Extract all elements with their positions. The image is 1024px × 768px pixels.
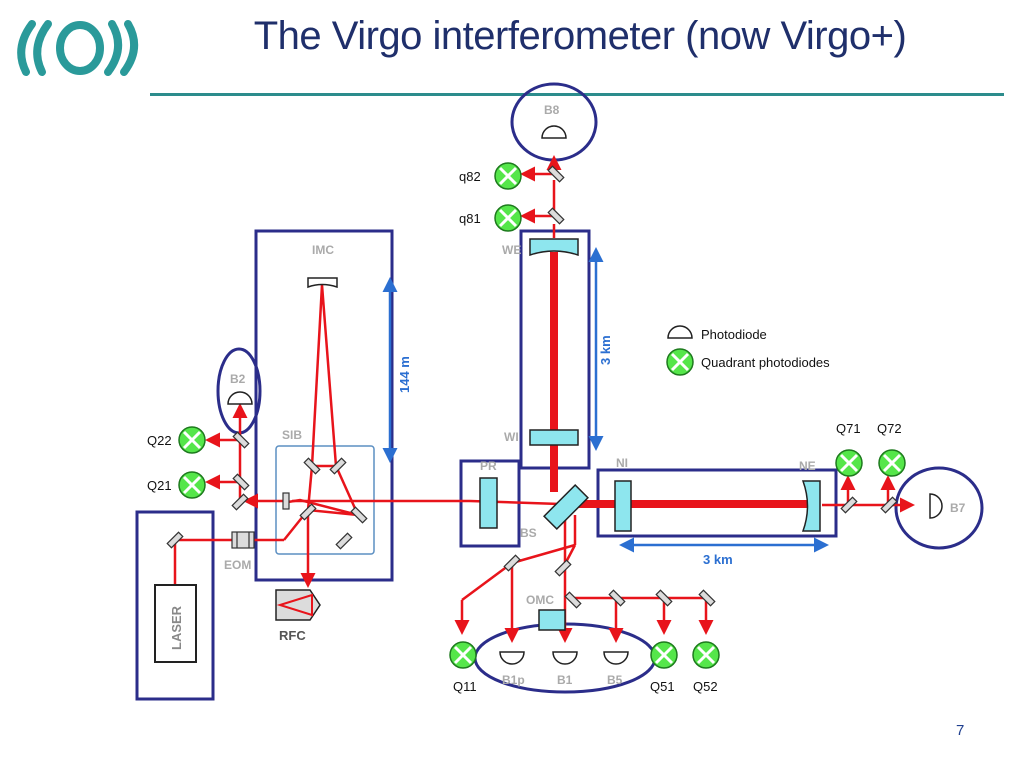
- label-q82: q82: [459, 169, 481, 184]
- virgo-logo: [17, 20, 138, 76]
- legend-quadrant-label: Quadrant photodiodes: [701, 355, 830, 370]
- b1p-photodiode: [499, 651, 525, 665]
- omc-cavity: [538, 609, 566, 631]
- label-q51: Q51: [650, 679, 675, 694]
- label-b2: B2: [230, 372, 246, 386]
- we-mirror: [529, 238, 579, 257]
- label-b1p: B1p: [502, 673, 525, 687]
- q81-quadrant: [494, 204, 522, 232]
- label-q21: Q21: [147, 478, 172, 493]
- slide-title: The Virgo interferometer (now Virgo+): [253, 14, 907, 58]
- label-b7: B7: [950, 501, 966, 515]
- legend-photodiode-symbol: [667, 325, 693, 339]
- label-b8: B8: [544, 103, 560, 117]
- label-omc: OMC: [526, 593, 554, 607]
- label-q81: q81: [459, 211, 481, 226]
- imc-end-mirror: [307, 277, 338, 289]
- b7-photodiode: [929, 493, 943, 519]
- q82-quadrant: [494, 162, 522, 190]
- label-bs: BS: [520, 526, 537, 540]
- label-we: WE: [502, 243, 521, 257]
- label-144m: 144 m: [397, 356, 412, 393]
- b8-highlight: [510, 82, 598, 162]
- legend-quadrant-symbol: [666, 348, 694, 376]
- q52-quadrant: [692, 641, 720, 669]
- label-3km-horizontal: 3 km: [703, 552, 733, 567]
- label-pr: PR: [480, 459, 497, 473]
- label-ne: NE: [799, 459, 816, 473]
- page-number: 7: [956, 722, 965, 739]
- b8-photodiode: [541, 125, 567, 139]
- label-q71: Q71: [836, 421, 861, 436]
- ne-mirror: [801, 480, 821, 532]
- laser: [154, 584, 197, 663]
- q21-quadrant: [178, 471, 206, 499]
- q72-quadrant: [878, 449, 906, 477]
- pr-mirror: [479, 477, 498, 529]
- label-q72: Q72: [877, 421, 902, 436]
- label-wi: WI: [504, 430, 519, 444]
- wi-mirror: [529, 429, 579, 446]
- legend: Photodiode Quadrant photodiodes: [701, 327, 830, 370]
- label-sib: SIB: [282, 428, 302, 442]
- label-ni: NI: [616, 456, 628, 470]
- bs-mirror: [543, 484, 589, 530]
- q22-quadrant: [178, 426, 206, 454]
- laser-bench-box: [135, 510, 215, 701]
- ni-mirror: [614, 480, 632, 532]
- label-eom: EOM: [224, 558, 251, 572]
- label-b5: B5: [607, 673, 623, 687]
- b5-photodiode: [603, 651, 629, 665]
- q51-quadrant: [650, 641, 678, 669]
- q71-quadrant: [835, 449, 863, 477]
- b1-photodiode: [552, 651, 578, 665]
- label-imc: IMC: [312, 243, 334, 257]
- label-q52: Q52: [693, 679, 718, 694]
- label-b1: B1: [557, 673, 573, 687]
- label-3km-vertical: 3 km: [598, 335, 613, 365]
- eom: [231, 531, 255, 549]
- rfc: [275, 589, 321, 621]
- b2-photodiode: [227, 391, 253, 405]
- q11-quadrant: [449, 641, 477, 669]
- label-rfc: RFC: [279, 628, 306, 643]
- label-q22: Q22: [147, 433, 172, 448]
- title-divider: [150, 93, 1004, 96]
- legend-photodiode-label: Photodiode: [701, 327, 767, 342]
- label-laser: LASER: [169, 605, 184, 650]
- b7-highlight: [894, 466, 984, 550]
- label-q11: Q11: [453, 679, 477, 694]
